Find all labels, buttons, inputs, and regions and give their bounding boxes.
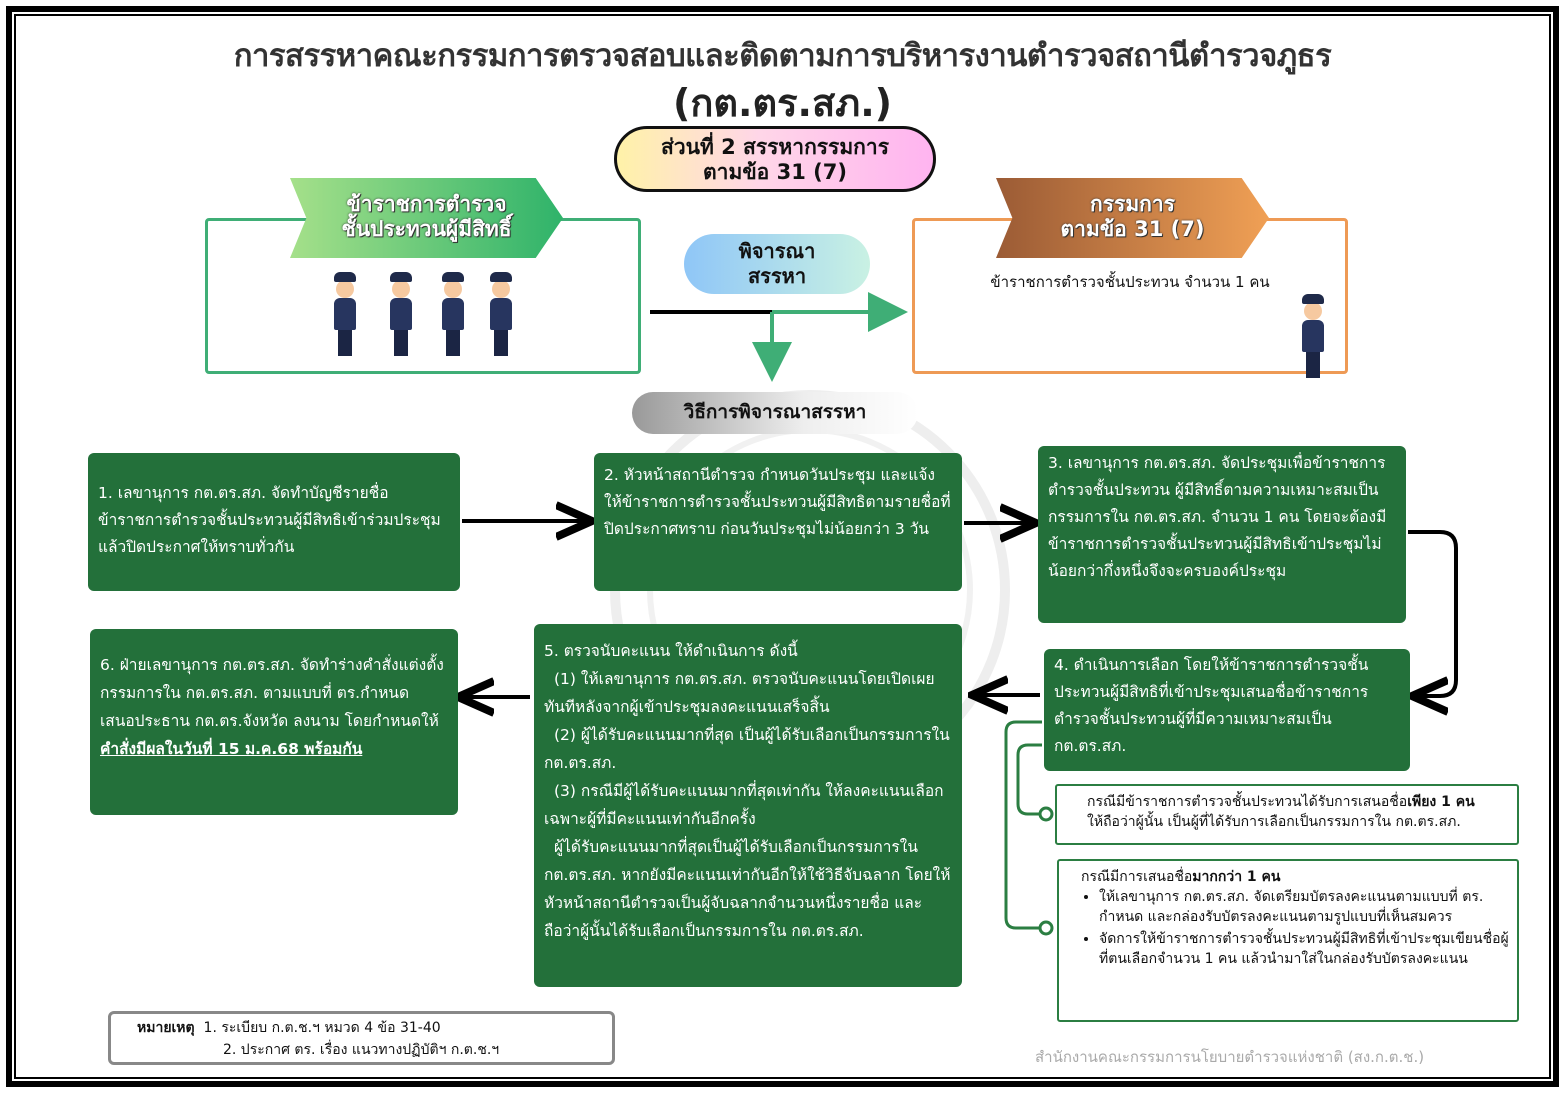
- page-frame: [6, 6, 1559, 1087]
- step-5-heading: 5. ตรวจนับคะแนน ให้ดำเนินการ ดังนี้: [544, 642, 798, 660]
- note-label: หมายเหตุ: [137, 1020, 195, 1036]
- right-ribbon-line1: กรรมการ: [1090, 192, 1175, 216]
- step-6-emphasis: คำสั่งมีผลในวันที่ 15 ม.ค.68 พร้อมกัน: [100, 740, 363, 758]
- footer-agency: สำนักงานคณะกรรมการนโยบายตำรวจแห่งชาติ (ส…: [1035, 1048, 1425, 1066]
- step-6-box: 6. ฝ่ายเลขานุการ กต.ตร.สภ. จัดทำร่างคำสั…: [90, 629, 458, 815]
- case-1-text: กรณีมีข้าราชการตำรวจชั้นประทวนได้รับการเ…: [1087, 794, 1408, 810]
- case-1-bold: เพียง 1 คน: [1407, 794, 1475, 810]
- case-2-bullet-2: จัดการให้ข้าราชการตำรวจชั้นประทวนผู้มีสิ…: [1099, 929, 1509, 969]
- case-2-bullet-1: ให้เลขานุการ กต.ตร.สภ. จัดเตรียมบัตรลงคะ…: [1099, 887, 1509, 927]
- connector-line: [1004, 720, 1044, 930]
- left-ribbon-line1: ข้าราชการตำรวจ: [346, 192, 507, 216]
- step-5-item-2: (2) ผู้ได้รับคะแนนมากที่สุด เป็นผู้ได้รั…: [544, 726, 950, 772]
- note-item-1: 1. ระเบียบ ก.ต.ช.ฯ หมวด 4 ข้อ 31-40: [203, 1020, 441, 1036]
- committee-member-ribbon: กรรมการ ตามข้อ 31 (7): [996, 178, 1269, 258]
- connector-dot: [1038, 920, 1054, 936]
- case-multiple-nominees: กรณีมีการเสนอชื่อมากกว่า 1 คน ให้เลขานุก…: [1057, 859, 1519, 1022]
- step-6-text: 6. ฝ่ายเลขานุการ กต.ตร.สภ. จัดทำร่างคำสั…: [100, 656, 444, 730]
- step-5-item-3: (3) กรณีมีผู้ได้รับคะแนนมากที่สุดเท่ากัน…: [544, 782, 944, 828]
- left-ribbon-line2: ชั้นประทวนผู้มีสิทธิ์: [341, 217, 512, 241]
- step-3-box: 3. เลขานุการ กต.ตร.สภ. จัดประชุมเพื่อข้า…: [1038, 446, 1406, 623]
- consider-line1: พิจารณา: [738, 239, 816, 263]
- connector-dot: [1038, 806, 1054, 822]
- committee-member-text: ข้าราชการตำรวจชั้นประทวน จำนวน 1 คน: [990, 273, 1270, 291]
- police-officer-icon: [1300, 290, 1326, 380]
- step-1-box: 1. เลขานุการ กต.ตร.สภ. จัดทำบัญชีรายชื่อ…: [88, 453, 460, 591]
- consider-select-label: พิจารณา สรรหา: [684, 234, 870, 294]
- step-2-box: 2. หัวหน้าสถานีตำรวจ กำหนดวันประชุม และแ…: [594, 453, 962, 591]
- consider-line2: สรรหา: [747, 264, 807, 288]
- eligible-officers-ribbon: ข้าราชการตำรวจ ชั้นประทวนผู้มีสิทธิ์: [290, 178, 563, 258]
- connector-line: [1016, 743, 1044, 816]
- case-2-text: กรณีมีการเสนอชื่อ: [1081, 869, 1193, 885]
- police-officer-icon: [440, 268, 466, 358]
- note-item-2: 2. ประกาศ ตร. เรื่อง แนวทางปฏิบัติฯ ก.ต.…: [223, 1042, 500, 1058]
- step-5-item-1: (1) ให้เลขานุการ กต.ตร.สภ. ตรวจนับคะแนนโ…: [544, 670, 935, 716]
- note-box: หมายเหตุ 1. ระเบียบ ก.ต.ช.ฯ หมวด 4 ข้อ 3…: [108, 1011, 615, 1065]
- part-label-line2: ตามข้อ 31 (7): [703, 160, 847, 184]
- page-title: การสรรหาคณะกรรมการตรวจสอบและติดตามการบริ…: [233, 38, 1332, 74]
- part-label-line1: ส่วนที่ 2 สรรหากรรมการ: [661, 135, 889, 159]
- right-ribbon-line2: ตามข้อ 31 (7): [1060, 217, 1205, 241]
- case-single-nominee: กรณีมีข้าราชการตำรวจชั้นประทวนได้รับการเ…: [1055, 784, 1519, 845]
- police-officer-icon: [388, 268, 414, 358]
- step-5-item-4: ผู้ได้รับคะแนนมากที่สุดเป็นผู้ได้รับเลือ…: [544, 838, 951, 940]
- case-2-bold: มากกว่า 1 คน: [1192, 869, 1281, 885]
- step-4-box: 4. ดำเนินการเลือก โดยให้ข้าราชการตำรวจชั…: [1044, 649, 1410, 771]
- arrow-down-icon: [1408, 530, 1458, 696]
- case-1-rest: ให้ถือว่าผู้นั้น เป็นผู้ที่ได้รับการเลือ…: [1087, 814, 1461, 830]
- method-title: วิธีการพิจารณาสรรหา: [632, 392, 918, 434]
- page-subtitle: (กต.ตร.สภ.): [672, 81, 893, 125]
- police-officer-icon: [332, 268, 358, 358]
- part-label: ส่วนที่ 2 สรรหากรรมการ ตามข้อ 31 (7): [614, 126, 936, 192]
- step-5-box: 5. ตรวจนับคะแนน ให้ดำเนินการ ดังนี้ (1) …: [534, 624, 962, 987]
- police-officer-icon: [488, 268, 514, 358]
